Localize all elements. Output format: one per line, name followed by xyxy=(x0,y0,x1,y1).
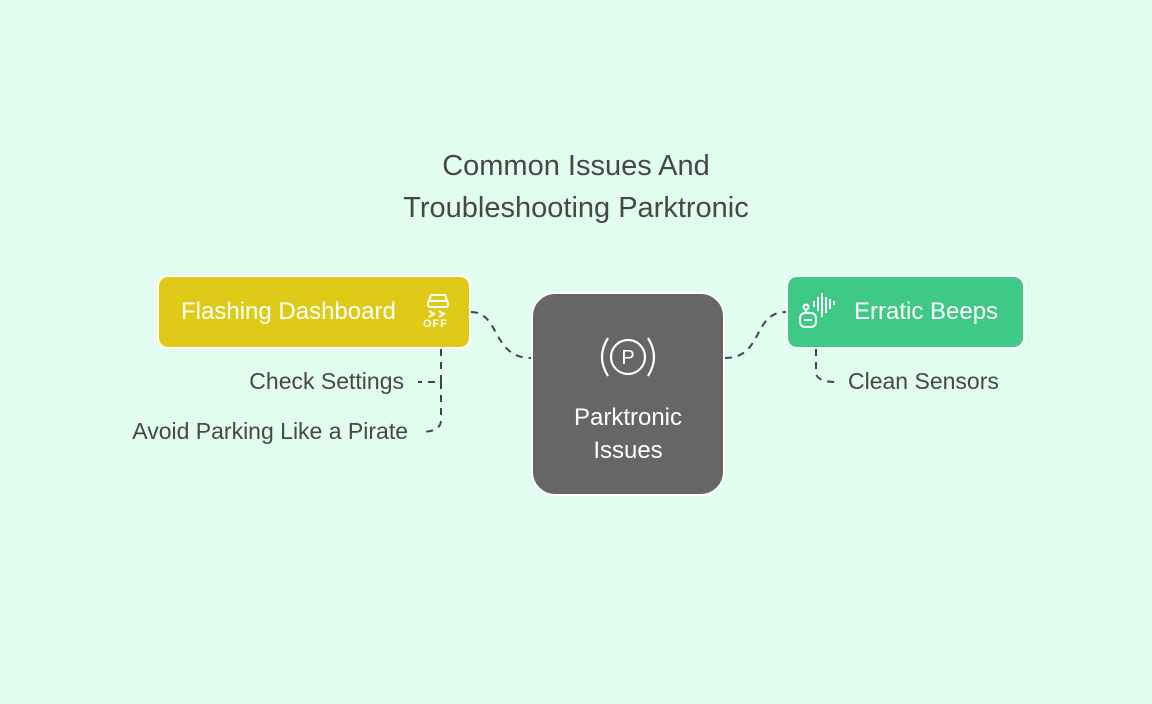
diagram-title: Common Issues And Troubleshooting Parktr… xyxy=(0,145,1152,229)
connector-avoid-parking xyxy=(419,382,442,433)
center-label-line-1: Parktronic xyxy=(573,404,683,431)
branch-label: Flashing Dashboard xyxy=(181,298,396,325)
connector-flashing-dashboard xyxy=(470,311,532,359)
parking-sensor-icon: P xyxy=(596,332,660,389)
leaf-check-settings[interactable]: Check Settings xyxy=(249,368,404,394)
center-label-line-2: Issues xyxy=(593,437,663,464)
branch-flashing-dashboard[interactable]: Flashing Dashboard OFF xyxy=(157,275,471,349)
robot-sound-icon xyxy=(798,291,840,340)
connector-clean-sensors xyxy=(815,349,837,383)
title-line-1: Common Issues And xyxy=(442,150,710,182)
title-line-2: Troubleshooting Parktronic xyxy=(403,192,749,224)
central-node-parktronic-issues[interactable]: P Parktronic Issues xyxy=(531,292,725,496)
connector-check-settings xyxy=(418,349,442,383)
leaf-clean-sensors[interactable]: Clean Sensors xyxy=(848,368,999,394)
traction-control-off-icon: OFF xyxy=(423,291,453,333)
branch-erratic-beeps[interactable]: Erratic Beeps xyxy=(786,275,1025,349)
connector-erratic-beeps xyxy=(724,311,787,359)
branch-label: Erratic Beeps xyxy=(854,298,999,325)
leaf-avoid-parking-like-a-pirate[interactable]: Avoid Parking Like a Pirate xyxy=(132,418,408,444)
icon-off-text: OFF xyxy=(423,318,448,330)
svg-text:P: P xyxy=(621,347,634,369)
